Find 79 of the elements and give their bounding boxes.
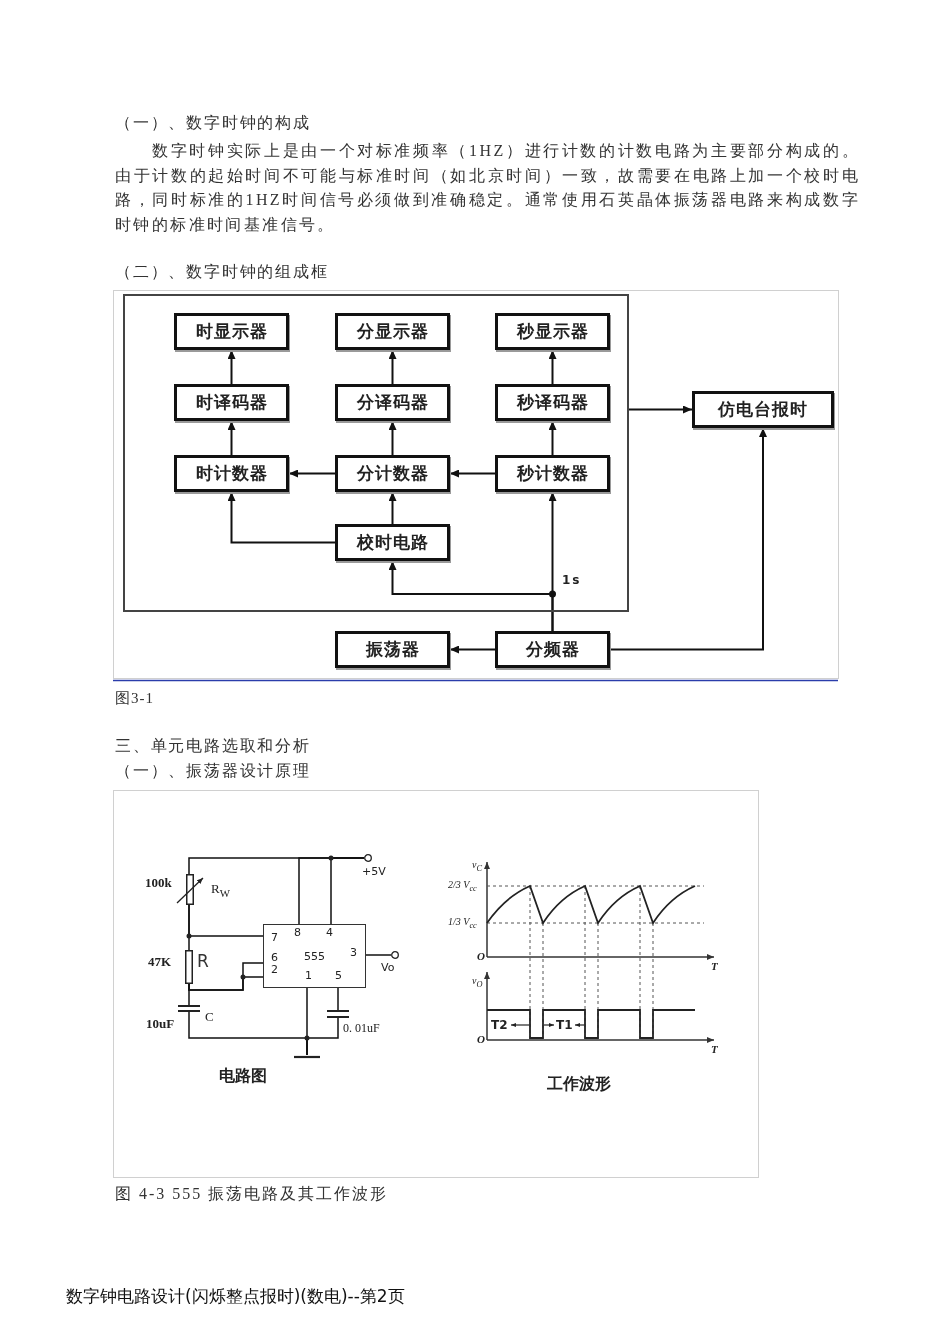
pin-number: 8 <box>294 927 301 938</box>
arrow <box>388 420 397 456</box>
pin-number: 4 <box>326 927 333 938</box>
arrow <box>388 491 397 525</box>
wire <box>337 987 339 1011</box>
period-label: T2 <box>491 1019 508 1031</box>
figure-caption: 图3-1 <box>115 690 154 707</box>
block-box: 振荡器 <box>335 631 450 668</box>
system-frame <box>123 294 629 612</box>
block-box: 时计数器 <box>174 455 289 492</box>
component-value: 100k <box>145 876 172 889</box>
component-label: R <box>197 953 209 970</box>
arrow <box>227 491 336 544</box>
supply-label: +5V <box>362 866 386 877</box>
capacitor-symbol <box>327 1010 349 1018</box>
block-box: 校时电路 <box>335 524 450 561</box>
output-label: Vo <box>381 962 395 973</box>
arrow <box>449 469 496 478</box>
block-box: 秒显示器 <box>495 313 610 350</box>
origin-label: O <box>477 1034 485 1045</box>
block-box: 分计数器 <box>335 455 450 492</box>
origin-label: O <box>477 951 485 962</box>
arrow <box>288 469 336 478</box>
axis-label: v$_{O}$ <box>472 976 483 990</box>
arrow <box>548 420 557 456</box>
resistor-symbol <box>185 950 193 984</box>
pin-number: 3 <box>350 947 357 958</box>
component-label: C <box>205 1010 214 1023</box>
terminal-icon <box>391 951 399 959</box>
arrow <box>388 560 554 632</box>
level-label: 2/3 V$_{cc}$ <box>448 880 477 894</box>
arrow <box>548 349 557 385</box>
axis-label: T <box>711 961 718 972</box>
pin-number: 6 <box>271 952 278 963</box>
figure-title: 工作波形 <box>547 1076 611 1092</box>
arrow <box>227 420 236 456</box>
ground-symbol <box>294 1055 320 1059</box>
figure-title: 电路图 <box>219 1068 267 1084</box>
section-heading: 三、单元电路选取和分析 <box>115 737 311 755</box>
figure-caption: 图 4-3 555 振荡电路及其工作波形 <box>115 1185 389 1203</box>
arrow <box>609 427 767 651</box>
block-box: 秒计数器 <box>495 455 610 492</box>
wire <box>306 1017 339 1056</box>
terminal-icon <box>364 854 372 862</box>
arrow <box>628 405 693 414</box>
block-box: 分译码器 <box>335 384 450 421</box>
wire <box>188 976 264 991</box>
capacitor-symbol <box>178 1005 200 1012</box>
wire <box>330 857 365 925</box>
component-value: 10uF <box>146 1017 175 1030</box>
pin-number: 5 <box>335 970 342 981</box>
page-footer: 数字钟电路设计(闪烁整点报时)(数电)--第2页 <box>66 1287 405 1306</box>
axis-label: v$_{C}$ <box>472 860 482 874</box>
pin-number: 2 <box>271 964 278 975</box>
wire <box>188 904 264 937</box>
block-box: 仿电台报时 <box>692 391 834 428</box>
section-heading: （一）、振荡器设计原理 <box>115 762 311 780</box>
level-label: 1/3 V$_{cc}$ <box>448 917 477 931</box>
wire <box>365 954 392 956</box>
block-box: 分显示器 <box>335 313 450 350</box>
arrow <box>388 349 397 385</box>
pin-number: 1 <box>305 970 312 981</box>
block-box: 秒译码器 <box>495 384 610 421</box>
section-heading: （一）、数字时钟的构成 <box>115 114 311 132</box>
signal-label: 1s <box>562 574 582 588</box>
variable-resistor-symbol <box>174 874 206 905</box>
arrow <box>449 645 496 654</box>
component-value: 0. 01uF <box>343 1022 380 1034</box>
paragraph: 数字时钟实际上是由一个对标准频率（1HZ）进行计数的计数电路为主要部分构成的。由于计数的起始时间不可能与标准时间（如北京时间）一致，故需要在电路上加一个校时电路，同时标准的1HZ时间信号必须做到准确稳定。通常使用石英晶体振荡器电路来构成数字时钟的标准时间基准信号。 <box>115 141 860 235</box>
axis-label: T <box>711 1044 718 1055</box>
block-box: 时译码器 <box>174 384 289 421</box>
block-box: 时显示器 <box>174 313 289 350</box>
component-label: R$_{W}$ <box>211 882 230 899</box>
block-box: 分频器 <box>495 631 610 668</box>
section-heading: （二）、数字时钟的组成框 <box>115 263 329 281</box>
pin-number: 7 <box>271 932 278 943</box>
arrow <box>227 349 236 385</box>
component-value: 47K <box>148 955 172 968</box>
period-label: T1 <box>556 1019 573 1031</box>
